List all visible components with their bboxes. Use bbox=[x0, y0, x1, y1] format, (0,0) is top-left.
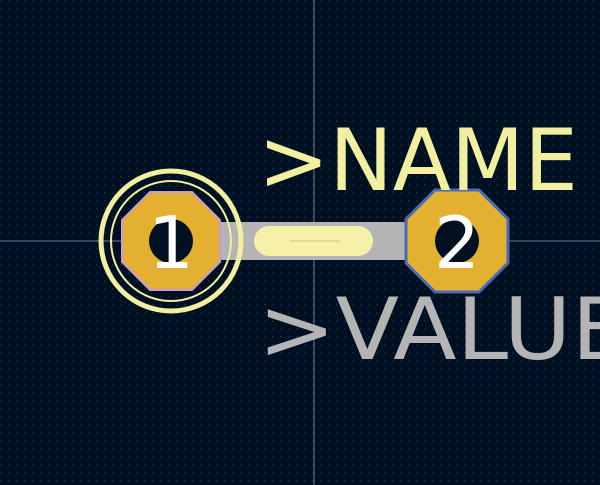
pad-1-inner-silk-ring bbox=[110, 180, 232, 302]
pad-1-number: 1 bbox=[148, 201, 194, 285]
value-label[interactable]: >VALUE bbox=[258, 280, 600, 380]
pad-1-silk-ring bbox=[98, 168, 244, 314]
pad-2[interactable]: 2 bbox=[404, 188, 510, 294]
pad-1-drill-hole bbox=[149, 219, 193, 263]
pad-2-number: 2 bbox=[434, 201, 480, 285]
reference-name-label[interactable]: >NAME bbox=[258, 111, 578, 211]
pad-1[interactable]: 1 bbox=[98, 168, 244, 314]
pad-2-drill-hole bbox=[435, 219, 479, 263]
